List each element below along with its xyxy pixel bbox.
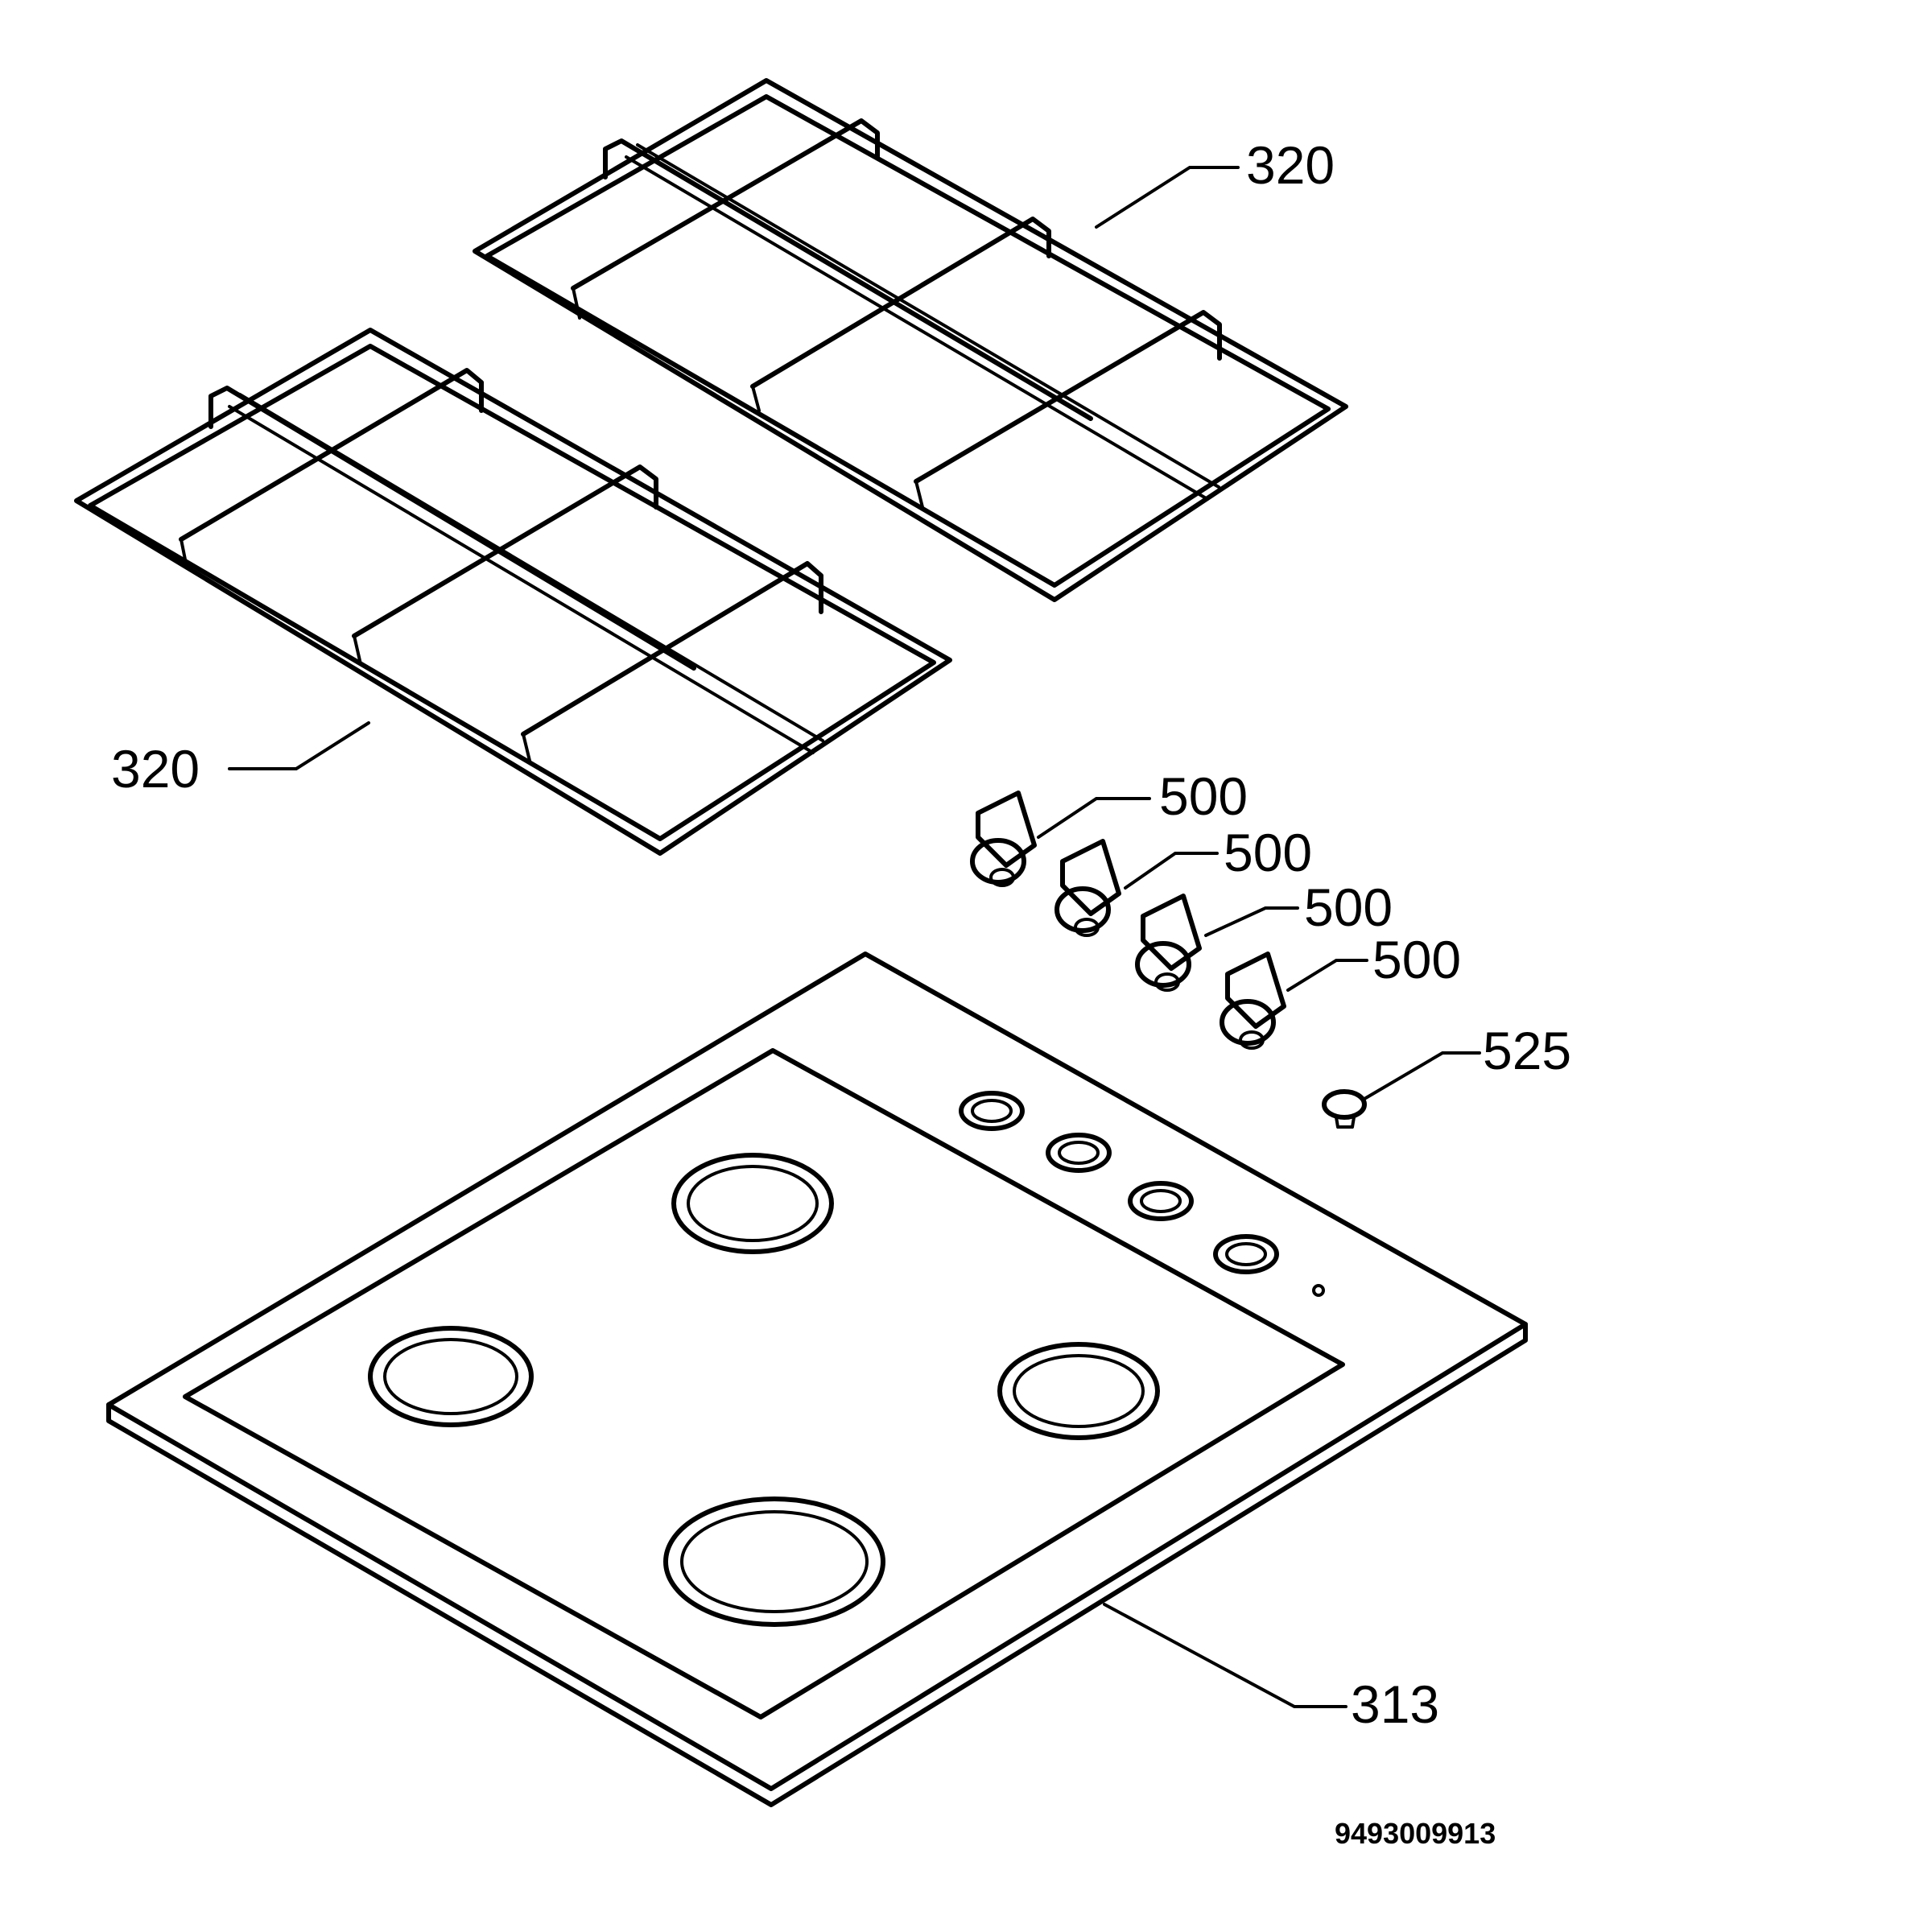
callout-knob-1: 500 xyxy=(1159,766,1248,826)
leader-grate-upper xyxy=(1095,166,1240,229)
leader-knob-3 xyxy=(1204,906,1299,937)
leader-spark-button xyxy=(1363,1051,1481,1100)
document-number: 9493009913 xyxy=(1335,1817,1496,1850)
grate-lower xyxy=(74,328,952,856)
leader-knob-1 xyxy=(1037,797,1151,839)
control-knob-3 xyxy=(1135,894,1202,992)
grate-upper xyxy=(473,78,1348,602)
leader-knob-2 xyxy=(1124,852,1219,890)
burner-right xyxy=(997,1342,1160,1440)
callout-knob-3: 500 xyxy=(1304,877,1393,937)
callout-hob-top: 313 xyxy=(1351,1674,1439,1734)
callout-grate-upper: 320 xyxy=(1246,135,1335,195)
spark-button xyxy=(1322,1089,1367,1129)
hob-top xyxy=(106,952,1528,1807)
leader-grate-lower xyxy=(228,721,370,770)
control-knob-2 xyxy=(1054,839,1121,937)
leader-hob-top xyxy=(1103,1603,1348,1708)
burner-rear xyxy=(671,1153,834,1254)
leader-lines xyxy=(228,166,1481,1708)
callout-grate-lower: 320 xyxy=(111,739,200,799)
control-knob-4 xyxy=(1220,952,1286,1050)
burner-front xyxy=(663,1496,885,1627)
callout-knob-2: 500 xyxy=(1224,823,1312,882)
burner-left xyxy=(368,1326,534,1427)
callout-knob-4: 500 xyxy=(1372,930,1461,989)
leader-knob-4 xyxy=(1286,959,1368,992)
control-knob-1 xyxy=(970,791,1037,887)
callout-spark-button: 525 xyxy=(1483,1021,1571,1080)
control-knobs xyxy=(970,791,1286,1050)
knob-holes xyxy=(959,1091,1325,1297)
